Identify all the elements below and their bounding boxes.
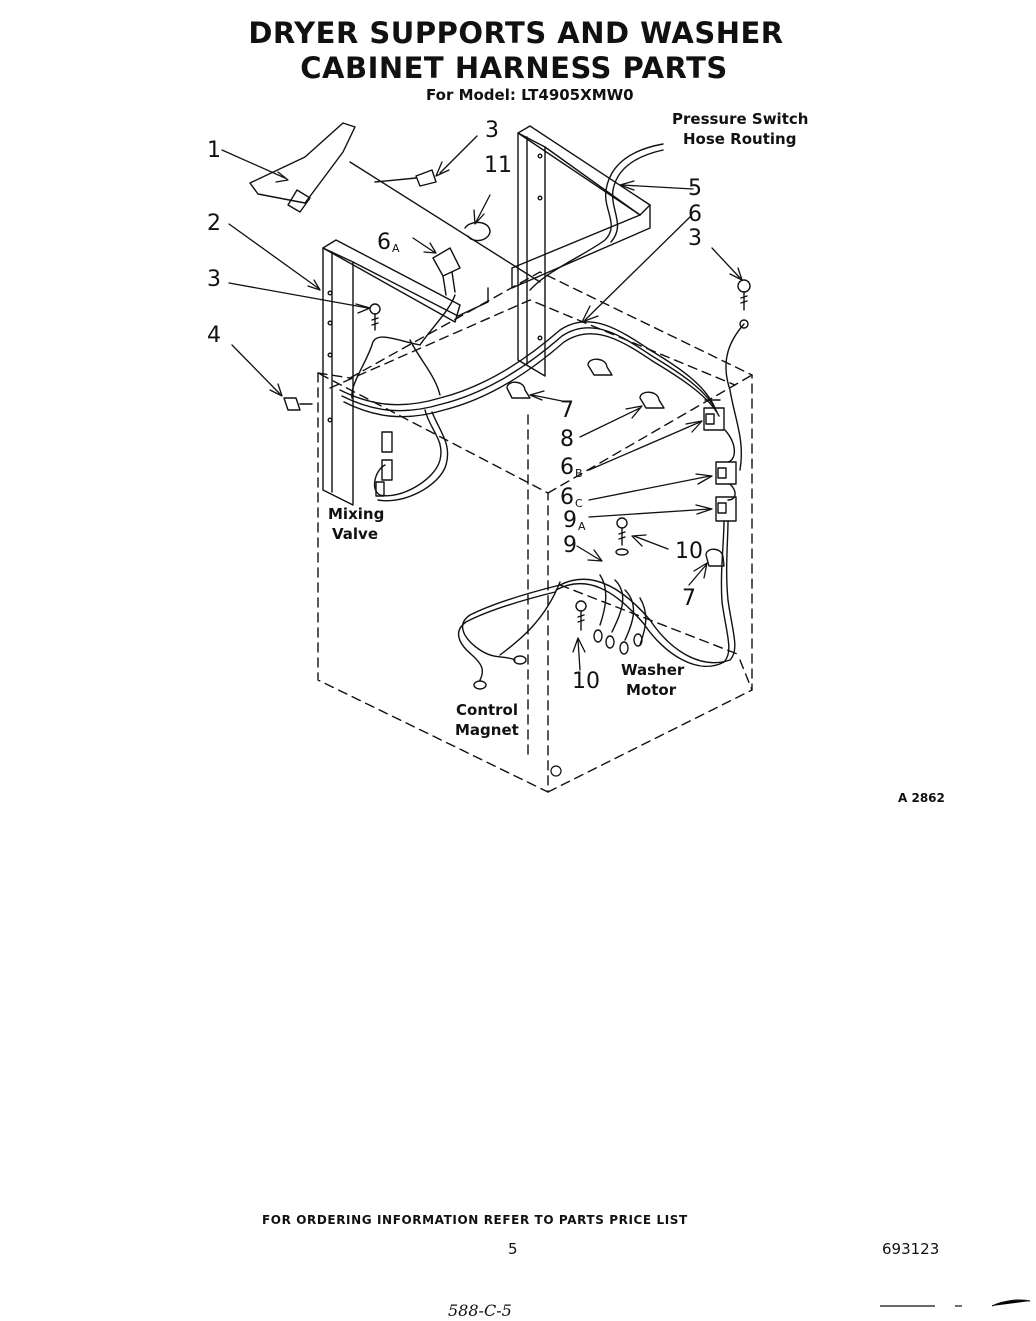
callout-9a: 9 [563, 508, 577, 533]
clip-7-right [705, 548, 725, 567]
screw-3-top [374, 169, 437, 187]
callout-10-upper: 10 [675, 539, 703, 564]
callout-6b-suffix: B [575, 467, 583, 480]
callout-6a-suffix: A [392, 242, 400, 255]
scan-marks [880, 1299, 1031, 1307]
label-control-magnet-line2: Magnet [455, 721, 519, 739]
washer-cabinet [317, 271, 753, 793]
screw-4 [283, 397, 313, 411]
callout-3-left: 3 [207, 267, 221, 292]
label-washer-motor-line1: Washer [621, 661, 685, 679]
label-mixing-valve-line1: Mixing [328, 505, 384, 523]
dryer-support-channel-5 [511, 125, 651, 377]
cabinet-harness-6 [339, 294, 745, 502]
callout-3-top: 3 [485, 118, 499, 143]
document-number: 693123 [882, 1240, 940, 1258]
callout-9: 9 [563, 533, 577, 558]
clip-7-center [587, 358, 613, 376]
callout-5: 5 [688, 176, 702, 201]
ordering-note: FOR ORDERING INFORMATION REFER TO PARTS … [262, 1213, 688, 1227]
label-pressure-switch-line2: Hose Routing [683, 130, 796, 148]
callout-7-right: 7 [682, 586, 696, 611]
callout-11: 11 [484, 153, 512, 178]
page-subtitle: CABINET HARNESS PARTS [300, 51, 728, 85]
callout-7-left: 7 [560, 398, 574, 423]
screw-3-right [737, 279, 751, 329]
callout-3-right: 3 [688, 226, 702, 251]
callout-6c-suffix: C [575, 497, 583, 510]
connector-6a [432, 247, 461, 296]
screw-3-left [369, 303, 381, 331]
connector-6c [715, 461, 737, 485]
page-title: DRYER SUPPORTS AND WASHER [248, 16, 784, 50]
label-mixing-valve-line2: Valve [332, 525, 378, 543]
callout-1: 1 [207, 138, 221, 163]
clip-11 [464, 221, 491, 242]
label-pressure-switch-line1: Pressure Switch [672, 110, 808, 128]
callout-6a: 6 [377, 230, 391, 255]
dryer-support-channel-2 [322, 239, 489, 506]
callouts: 1 3 11 2 6 A 3 4 5 6 3 7 8 6 B 6 C 9 A 9… [207, 118, 703, 694]
callout-10-lower: 10 [572, 669, 600, 694]
component-labels: Pressure Switch Hose Routing Mixing Valv… [328, 110, 808, 739]
clip-8 [639, 391, 665, 409]
callout-8: 8 [560, 427, 574, 452]
page-number: 5 [508, 1240, 518, 1258]
leader-lines [221, 135, 743, 671]
callout-2: 2 [207, 211, 221, 236]
mixing-valve-terminals [375, 431, 393, 497]
label-control-magnet-line1: Control [456, 701, 518, 719]
model-number: For Model: LT4905XMW0 [426, 86, 634, 104]
motor-terminals [473, 629, 643, 690]
callout-4: 4 [207, 323, 221, 348]
callout-6b: 6 [560, 455, 574, 480]
screw-10-upper [615, 517, 629, 556]
connector-6b [703, 407, 725, 431]
label-washer-motor-line2: Motor [626, 681, 677, 699]
callout-6: 6 [688, 202, 702, 227]
connector-9a [715, 496, 737, 522]
dryer-support-bracket-1 [249, 122, 541, 283]
clip-7-left [506, 381, 531, 399]
screw-10-lower [575, 600, 587, 631]
pressure-switch-hose [529, 143, 664, 291]
motor-harness-9 [457, 520, 736, 681]
callout-9a-suffix: A [578, 520, 586, 533]
figure-id: A 2862 [898, 791, 945, 805]
handwritten-note: 588-C-5 [448, 1301, 512, 1320]
callout-6c: 6 [560, 485, 574, 510]
